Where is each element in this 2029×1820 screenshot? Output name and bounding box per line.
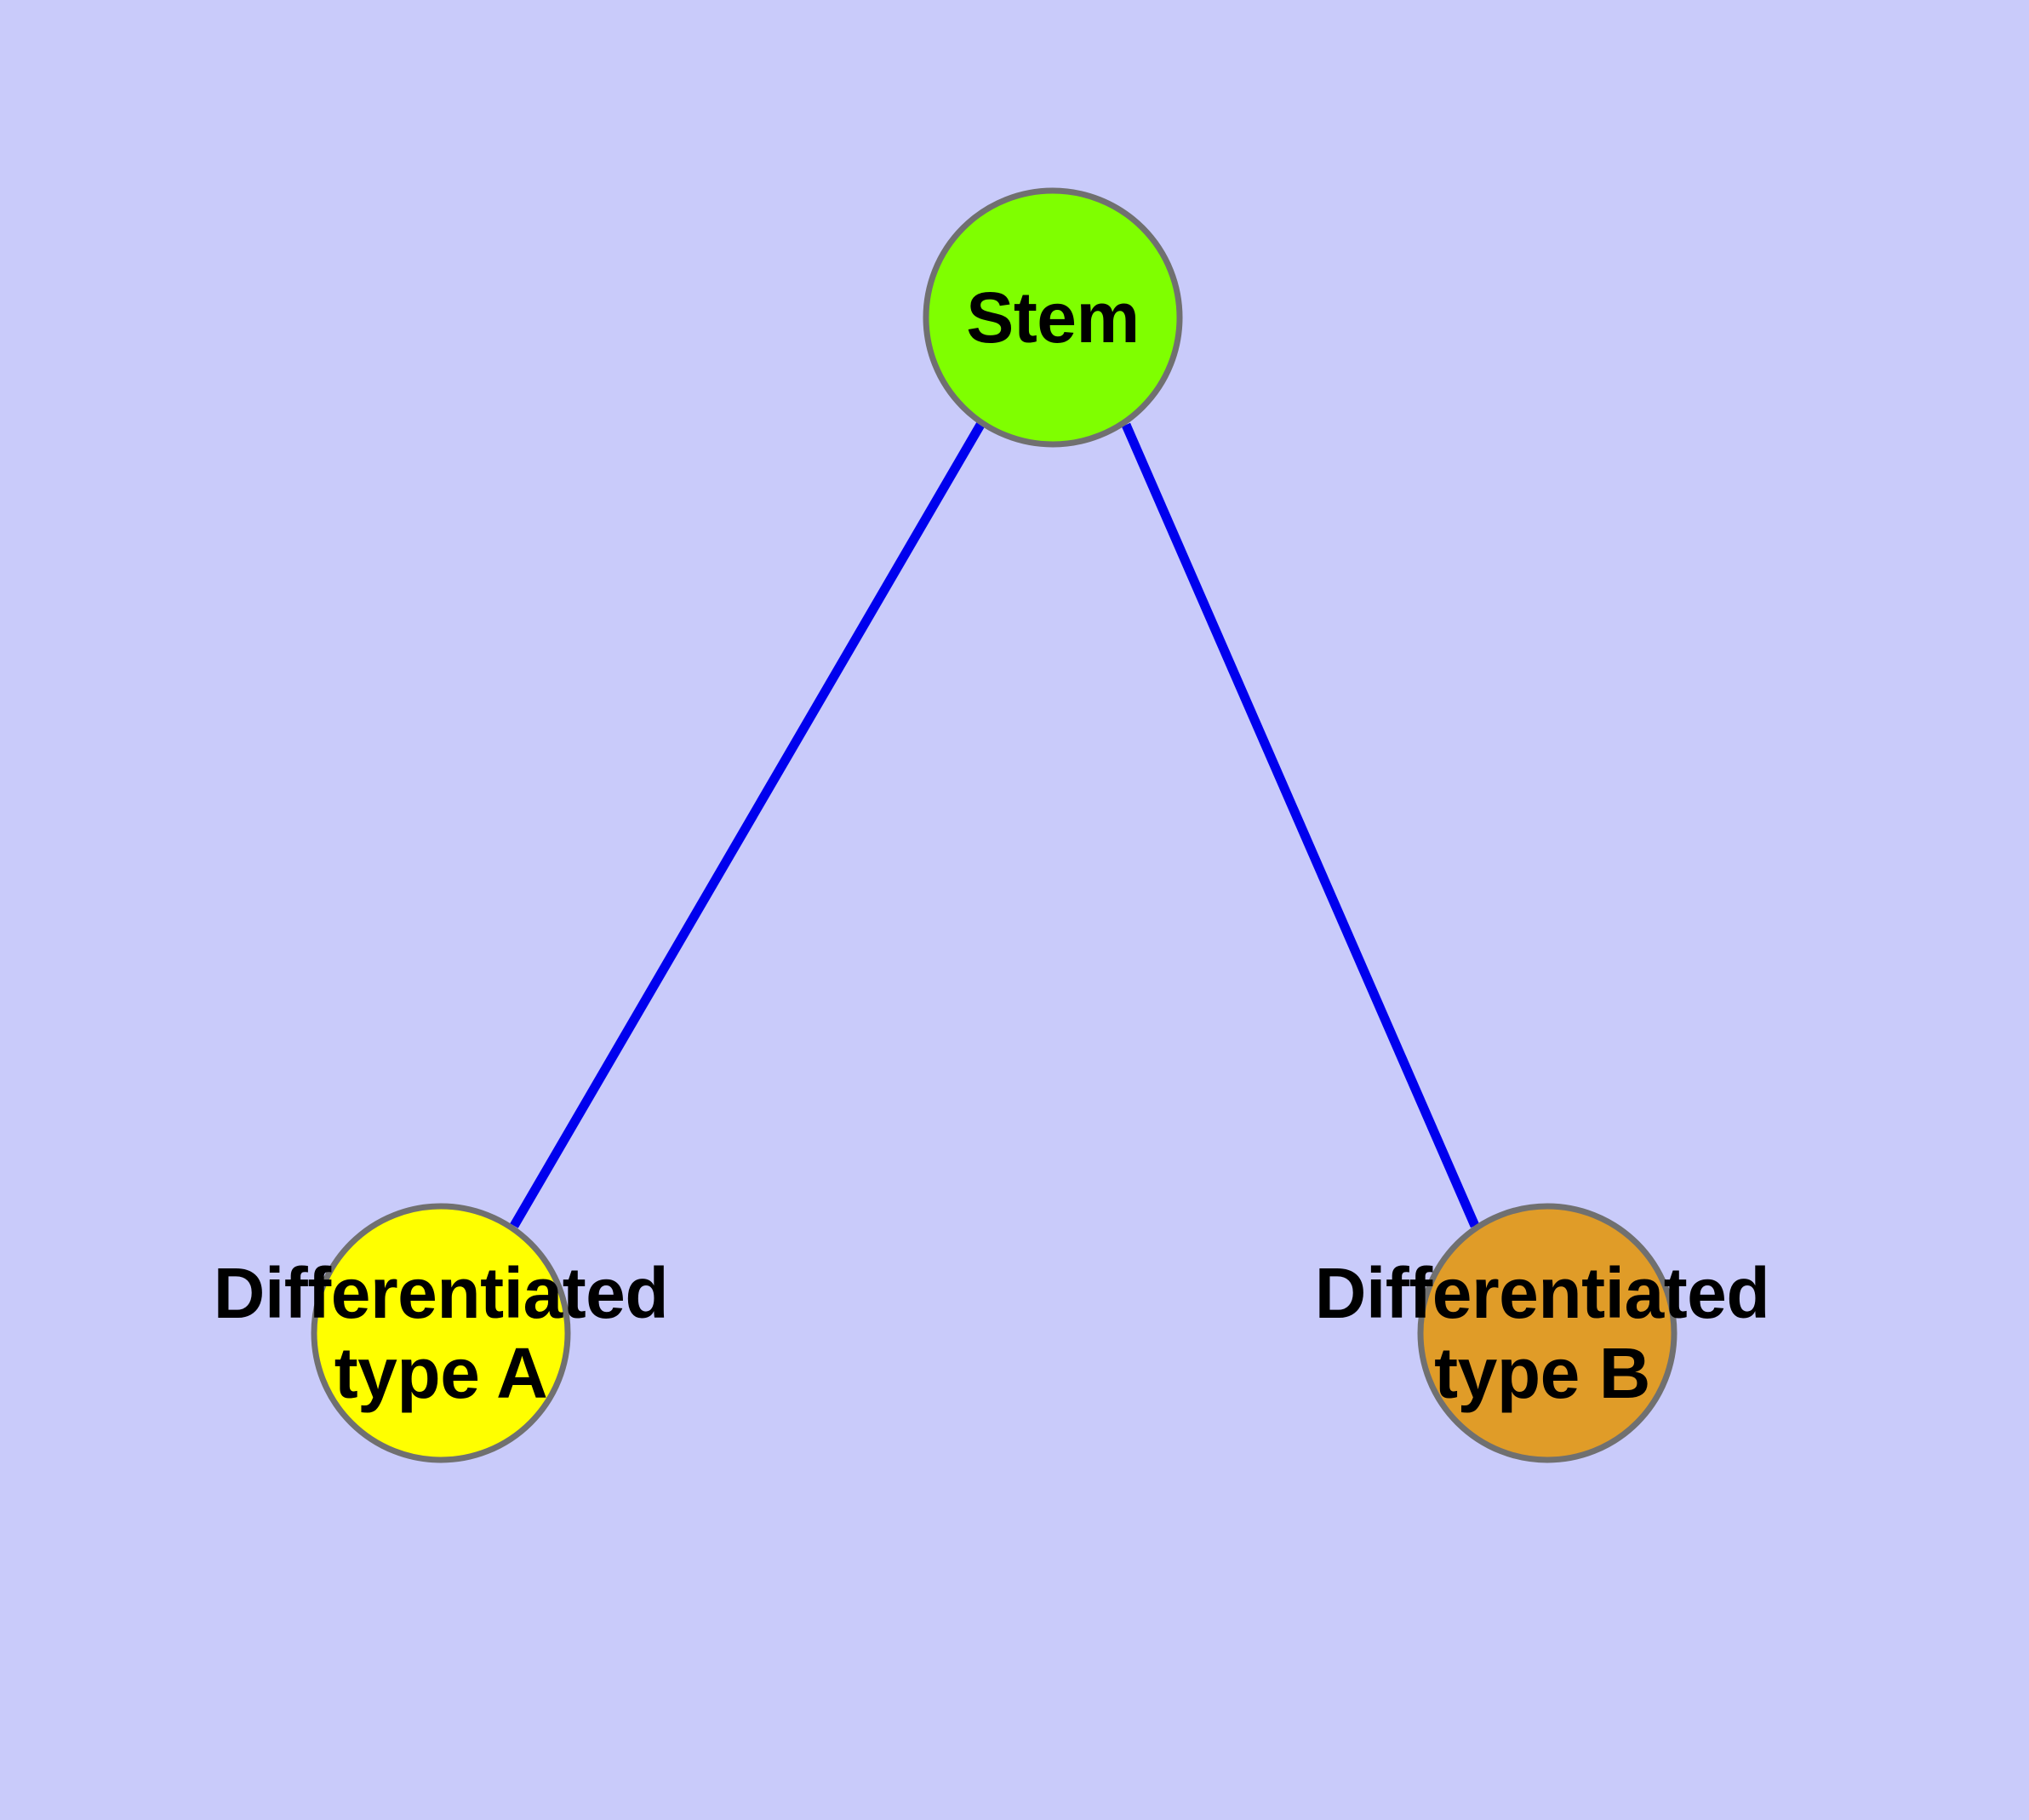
edge-stem-to-diff-a[interactable] — [510, 422, 985, 1228]
edge-group — [510, 422, 1480, 1228]
edge-stem-to-diff-b[interactable] — [1121, 422, 1480, 1228]
node-diff-a[interactable] — [311, 1203, 571, 1463]
node-group — [311, 187, 1677, 1463]
node-diff-b[interactable] — [1417, 1203, 1677, 1463]
node-stem[interactable] — [923, 187, 1183, 448]
